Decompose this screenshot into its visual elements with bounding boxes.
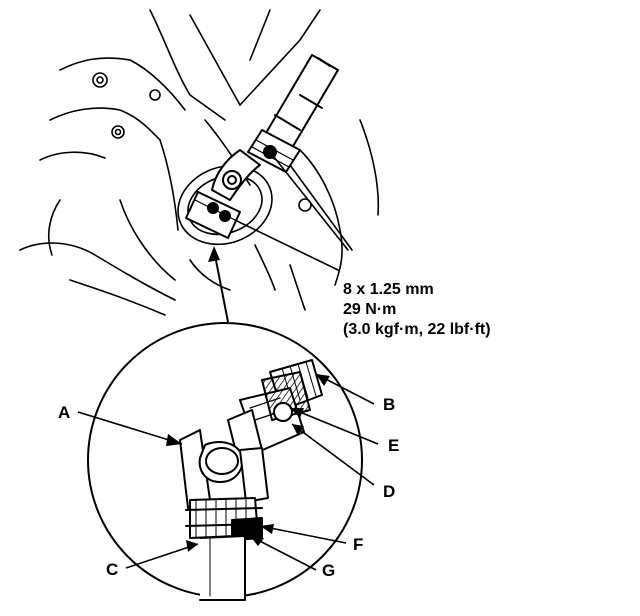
callout-arrowheads [166, 374, 330, 552]
callout-b: B [383, 395, 395, 414]
callout-a: A [58, 403, 70, 422]
spec-size-label: 8 x 1.25 mm [343, 281, 434, 298]
callout-d: D [383, 482, 395, 501]
spec-torque-nm-label: 29 N·m [343, 301, 396, 318]
spec-torque-imperial-label: (3.0 kgf·m, 22 lbf·ft) [343, 321, 491, 338]
detail-u-joint [179, 359, 323, 601]
spec-leader-lines [234, 151, 353, 271]
detail-arrow [208, 246, 229, 323]
engine-bay-background [19, 9, 380, 316]
callout-e: E [388, 436, 399, 455]
upper-steering-shaft [185, 54, 339, 239]
callout-leaders [77, 373, 379, 571]
callout-c: C [106, 560, 118, 579]
callout-g: G [322, 561, 335, 580]
callout-f: F [353, 535, 363, 554]
